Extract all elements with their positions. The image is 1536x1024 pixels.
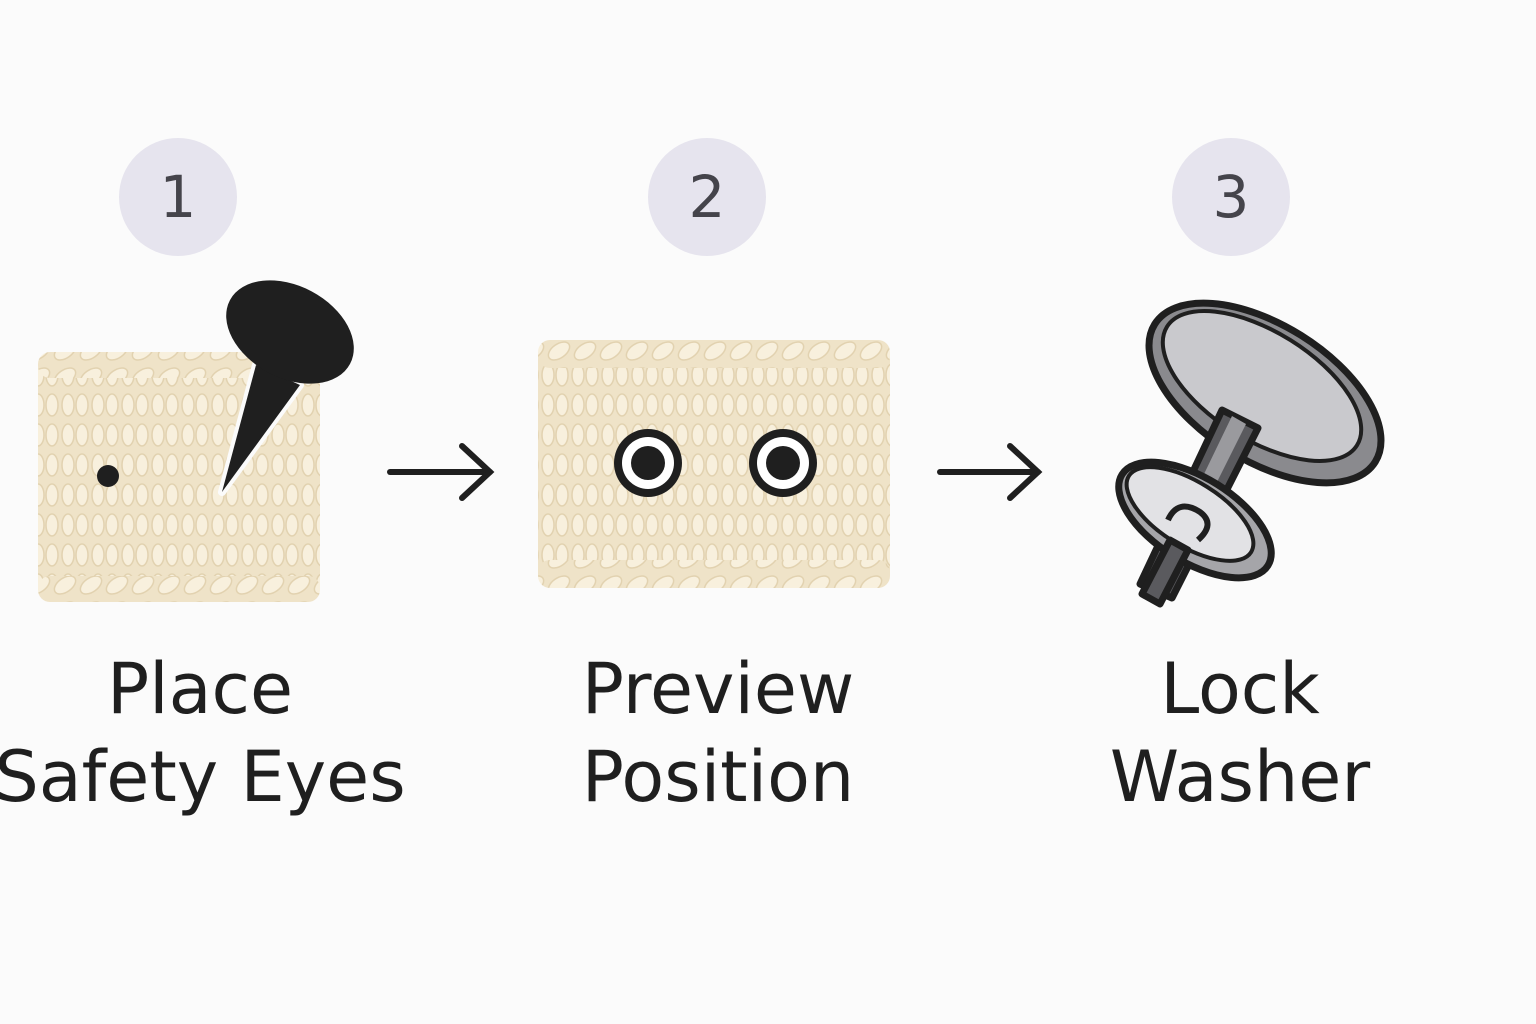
knit-fabric-2-icon [538, 340, 890, 588]
step-2-badge: 2 [648, 138, 766, 256]
step-3-title-line2: Washer [1109, 736, 1371, 818]
step-1-badge: 1 [119, 138, 237, 256]
safety-eye-right-icon [749, 429, 817, 497]
safety-eye-pin-icon [218, 280, 354, 496]
step-2-title-line1: Preview [581, 648, 855, 730]
step-1-label: Place Safety Eyes [0, 645, 460, 821]
step-1-title-line1: Place [106, 648, 294, 730]
step-3-title-line1: Lock [1160, 648, 1320, 730]
step-2-number: 2 [688, 163, 726, 231]
step-1-number: 1 [159, 163, 197, 231]
step-1-title-line2: Safety Eyes [0, 736, 406, 818]
right-arrow-1-icon [387, 443, 495, 501]
step-3-number: 3 [1212, 163, 1250, 231]
marker-dot-icon [97, 465, 119, 487]
step-3-badge: 3 [1172, 138, 1290, 256]
right-arrow-2-icon [937, 443, 1043, 501]
step-2-label: Preview Position [458, 645, 978, 821]
safety-eye-left-icon [614, 429, 682, 497]
lock-washer-icon [1115, 299, 1385, 608]
step-3-label: Lock Washer [980, 645, 1500, 821]
step-2-title-line2: Position [581, 736, 855, 818]
